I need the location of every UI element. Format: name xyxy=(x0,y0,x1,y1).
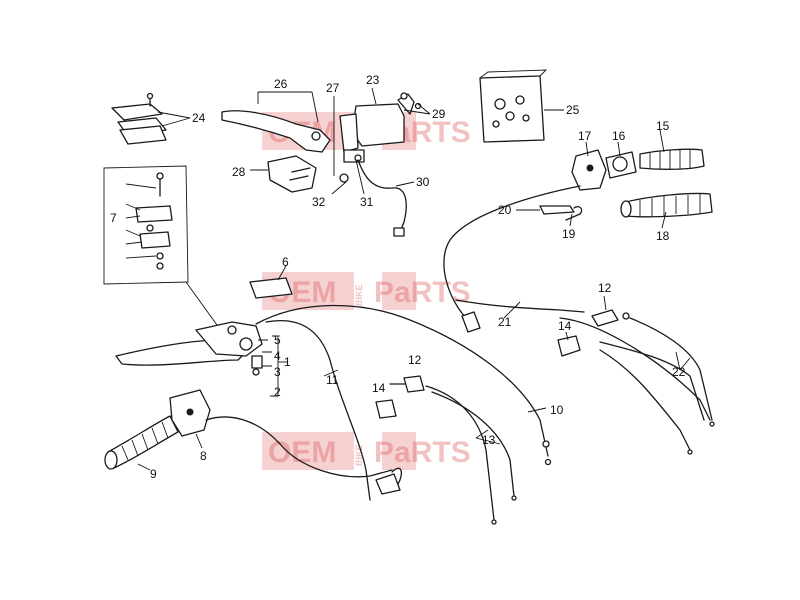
callout-31: 31 xyxy=(360,195,374,209)
callout-1: 1 xyxy=(284,355,291,369)
callout-27: 27 xyxy=(326,81,340,95)
callout-2: 2 xyxy=(274,385,281,399)
callout-4: 4 xyxy=(274,349,281,363)
callout-13: 13 xyxy=(482,433,496,447)
callout-21: 21 xyxy=(498,315,512,329)
callout-14-right: 14 xyxy=(558,319,572,333)
lower-lever-assembly xyxy=(115,321,288,397)
callout-14-center: 14 xyxy=(372,381,386,395)
svg-text:BIKE: BIKE xyxy=(354,444,364,466)
svg-text:OEM: OEM xyxy=(268,436,336,469)
svg-text:PaRTS: PaRTS xyxy=(374,436,471,469)
callout-25: 25 xyxy=(566,103,580,117)
part-24-clamp-brackets xyxy=(111,92,191,145)
callout-22: 22 xyxy=(672,365,686,379)
central-cables xyxy=(255,304,552,525)
callout-10: 10 xyxy=(550,403,564,417)
part-26-lever xyxy=(221,91,331,153)
part-7-inset xyxy=(103,165,223,333)
right-adjusters xyxy=(557,295,715,455)
master-cylinder-assembly xyxy=(331,87,431,237)
part-28-switch-cover xyxy=(250,155,317,193)
callout-12-right: 12 xyxy=(598,281,612,295)
callout-6: 6 xyxy=(282,255,289,269)
part-21-cable xyxy=(443,185,711,421)
callout-labels: 1 2 3 4 5 6 7 8 9 10 11 12 12 13 14 14 1… xyxy=(110,73,686,481)
watermark-middle: OEM BIKE PaRTS xyxy=(262,272,471,310)
right-switch-grip-group xyxy=(516,129,713,229)
callout-32: 32 xyxy=(312,195,326,209)
callout-28: 28 xyxy=(232,165,246,179)
svg-text:BIKE: BIKE xyxy=(354,284,364,306)
callout-18: 18 xyxy=(656,229,670,243)
callout-30: 30 xyxy=(416,175,430,189)
part-25-parts-bag xyxy=(479,69,564,143)
callout-23: 23 xyxy=(366,73,380,87)
callout-12-center: 12 xyxy=(408,353,422,367)
callout-24: 24 xyxy=(192,111,206,125)
callout-5: 5 xyxy=(274,333,281,347)
watermark-bottom: OEM BIKE PaRTS xyxy=(262,432,471,470)
callout-17: 17 xyxy=(578,129,592,143)
callout-15: 15 xyxy=(656,119,670,133)
part-6-connector xyxy=(249,265,293,299)
callout-7: 7 xyxy=(110,211,117,225)
callout-19: 19 xyxy=(562,227,576,241)
callout-26: 26 xyxy=(274,77,288,91)
left-switch-grip-group xyxy=(104,389,403,495)
callout-20: 20 xyxy=(498,203,512,217)
callout-16: 16 xyxy=(612,129,626,143)
callout-29: 29 xyxy=(432,107,446,121)
callout-3: 3 xyxy=(274,365,281,379)
callout-11: 11 xyxy=(326,373,339,387)
svg-text:PaRTS: PaRTS xyxy=(374,276,471,309)
callout-9: 9 xyxy=(150,467,157,481)
callout-8: 8 xyxy=(200,449,207,463)
